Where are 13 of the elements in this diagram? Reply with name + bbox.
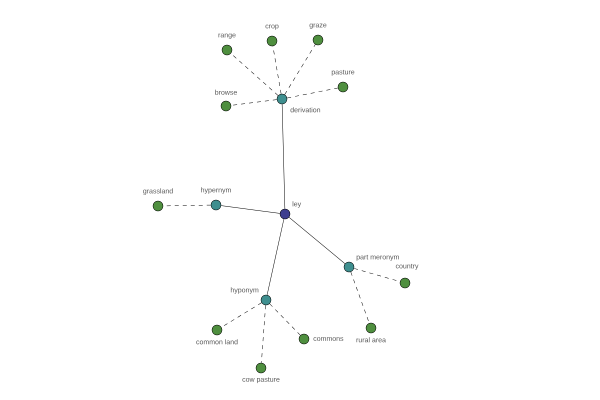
connector-line [282,104,286,209]
connector-line [220,205,280,214]
connector-line [272,46,282,94]
connector-line [266,218,284,296]
connector-line [269,304,301,336]
connector-line [350,272,370,324]
connector-line [221,302,262,328]
connector-line [230,53,278,96]
connector-line [286,88,338,98]
connector-line [288,217,346,264]
connector-line [230,99,278,106]
connector-line [284,44,316,95]
connector-line [261,304,266,364]
